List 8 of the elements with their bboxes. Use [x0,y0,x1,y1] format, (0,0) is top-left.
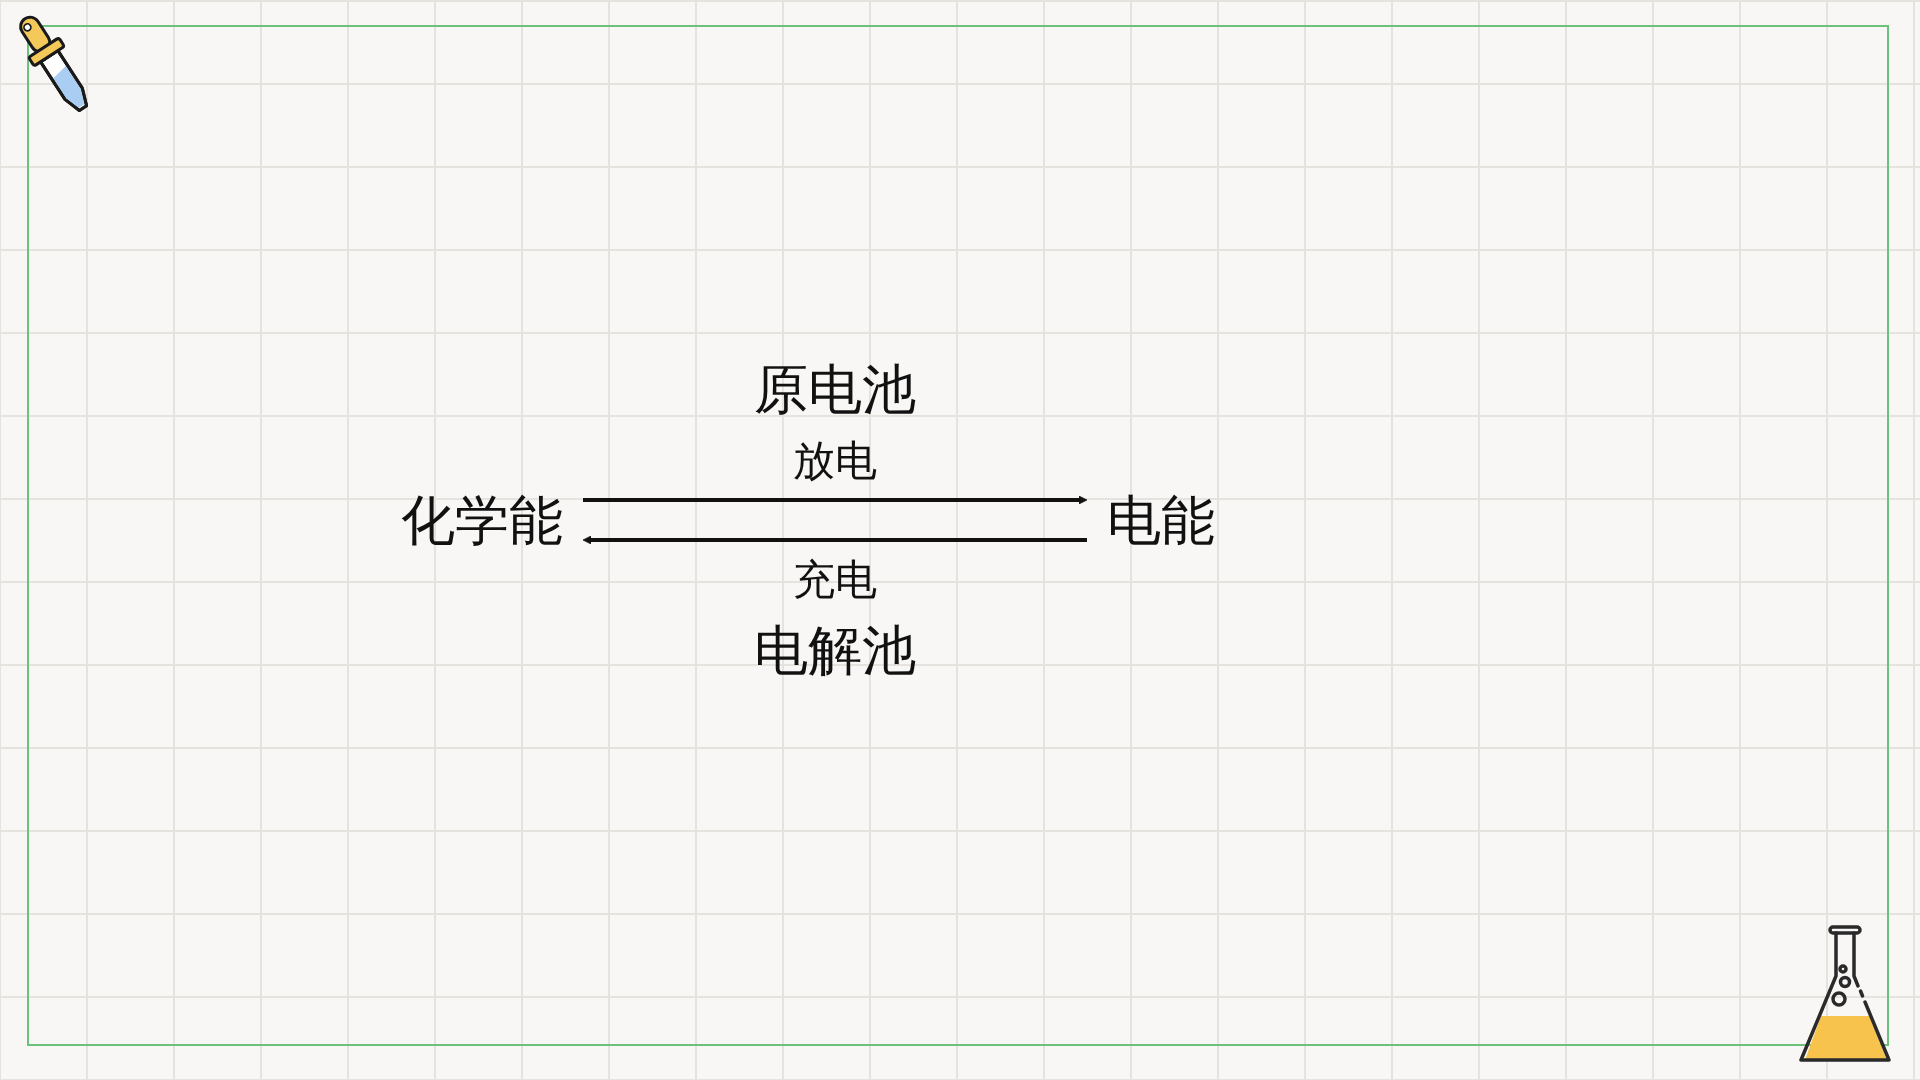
label-text: 电解池 [754,621,916,681]
node-label: 化学能 [401,489,563,550]
arrow [582,535,1087,545]
label-text: 原电池 [754,359,916,419]
edge-label: 放电 [793,439,877,484]
node-label: 电能 [1107,489,1215,550]
arrow [583,495,1088,505]
edge-label: 充电 [793,556,877,601]
